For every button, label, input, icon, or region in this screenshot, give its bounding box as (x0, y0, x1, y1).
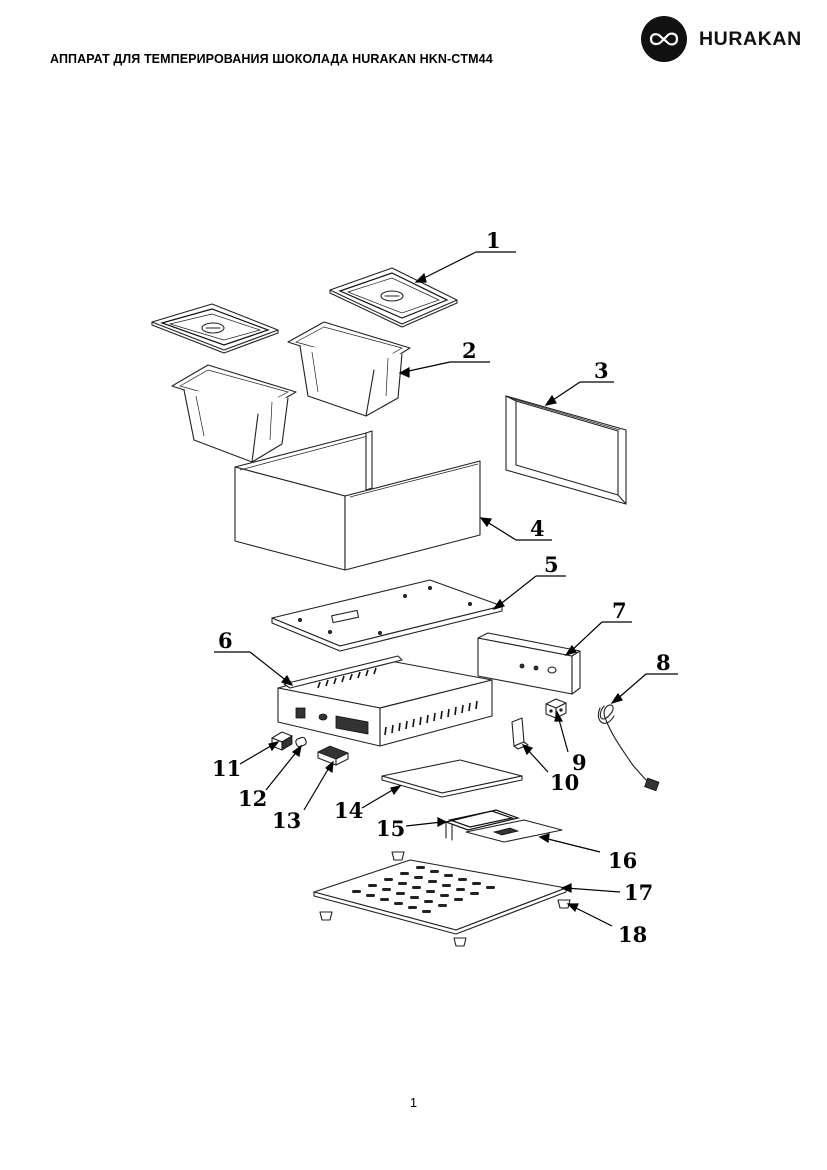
part-6-chassis (277, 655, 493, 747)
part-11-switch (271, 731, 293, 751)
part-14-heating-plate (381, 759, 523, 798)
callout-10: 10 (550, 770, 579, 795)
part-1-lid-right (329, 267, 458, 328)
callout-12: 12 (238, 786, 267, 811)
part-7-control-panel (477, 632, 581, 695)
part-17-base-plate (313, 859, 567, 935)
callout-4: 4 (530, 516, 545, 541)
callout-3: 3 (594, 358, 609, 383)
document-title: АППАРАТ ДЛЯ ТЕМПЕРИРОВАНИЯ ШОКОЛАДА HURA… (50, 52, 493, 66)
callout-14: 14 (334, 798, 363, 823)
part-18-feet (319, 851, 571, 947)
part-5-top-plate (271, 579, 503, 652)
part-10-bracket (511, 717, 529, 750)
callout-13: 13 (272, 808, 301, 833)
callout-9: 9 (572, 750, 587, 775)
part-15-heating-element (443, 809, 521, 841)
leader-lines (214, 251, 678, 927)
part-3-side-panel (505, 395, 627, 505)
callout-7: 7 (612, 598, 627, 623)
part-2-pan-left (171, 364, 297, 463)
part-2-pan-right (287, 321, 411, 417)
brand-logo: HURAKAN (641, 16, 802, 62)
callout-1: 1 (486, 228, 501, 253)
part-4-body-shell (234, 430, 481, 571)
page-number: 1 (409, 1095, 418, 1110)
callout-8: 8 (656, 650, 671, 675)
part-1-lid-left (151, 303, 279, 354)
callout-17: 17 (624, 880, 653, 905)
callout-16: 16 (608, 848, 637, 873)
part-13-controller-board (317, 745, 349, 766)
brand-name: HURAKAN (699, 27, 802, 50)
callout-5: 5 (544, 552, 559, 577)
callout-15: 15 (376, 816, 405, 841)
callout-11: 11 (212, 756, 241, 781)
callout-18: 18 (618, 922, 647, 947)
callout-numbers: 1 2 3 4 5 6 7 8 9 10 11 12 13 14 15 16 1… (212, 228, 671, 947)
callout-6: 6 (218, 628, 233, 653)
infinity-loop-icon (641, 16, 687, 62)
callout-2: 2 (462, 338, 477, 363)
part-16-insulation-sheet (465, 819, 563, 843)
part-12-indicator (295, 736, 307, 748)
part-8-power-cord (597, 704, 660, 792)
